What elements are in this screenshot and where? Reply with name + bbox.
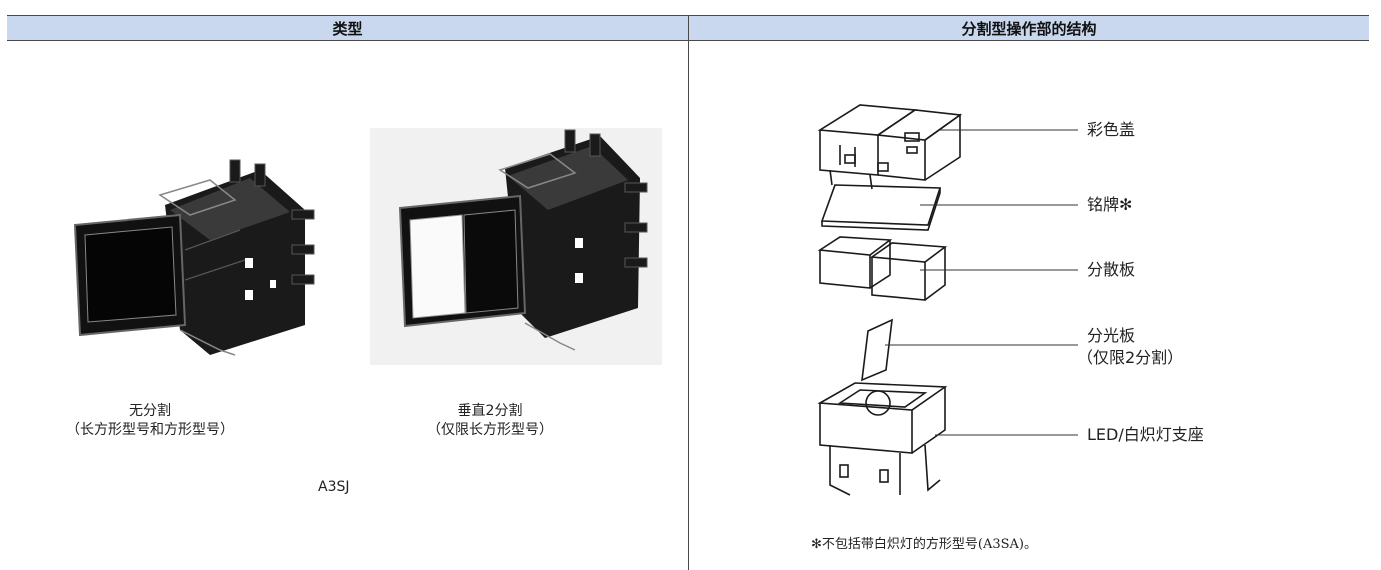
caption-no-split-detail: （长方形型号和方形型号） bbox=[66, 422, 234, 438]
part-label-light-splitter-note: （仅限2分割） bbox=[1077, 348, 1184, 367]
color-cap-drawing bbox=[817, 104, 963, 190]
exploded-structure-diagram bbox=[800, 85, 1100, 505]
part-label-name-plate: 铭牌✻ bbox=[1087, 195, 1133, 214]
led-holder-drawing bbox=[817, 382, 948, 496]
header-types: 类型 bbox=[7, 15, 688, 41]
switch-photo-no-split bbox=[60, 150, 320, 365]
switch-photo-vertical-split bbox=[370, 128, 662, 365]
caption-no-split: 无分割 （长方形型号和方形型号） bbox=[40, 402, 260, 440]
light-splitter-drawing bbox=[861, 318, 893, 382]
header-structure-text: 分割型操作部的结构 bbox=[961, 19, 1097, 38]
part-label-light-splitter: 分光板 （仅限2分割） bbox=[1077, 325, 1183, 369]
header-structure: 分割型操作部的结构 bbox=[689, 15, 1369, 41]
caption-vertical-split-name: 垂直2分割 bbox=[457, 403, 523, 419]
caption-no-split-name: 无分割 bbox=[129, 403, 171, 419]
model-name: A3SJ bbox=[318, 479, 350, 495]
caption-vertical-split: 垂直2分割 （仅限长方形型号） bbox=[400, 402, 580, 440]
name-plate-drawing bbox=[820, 184, 942, 231]
part-label-diffuser: 分散板 bbox=[1087, 260, 1136, 279]
part-label-color-cap: 彩色盖 bbox=[1087, 120, 1136, 139]
column-divider bbox=[688, 15, 689, 570]
part-label-light-splitter-name: 分光板 bbox=[1087, 326, 1136, 345]
part-label-led-holder: LED/白炽灯支座 bbox=[1087, 425, 1204, 444]
diffuser-drawing bbox=[817, 236, 948, 301]
footnote: ✻不包括带白炽灯的方形型号(A3SA)。 bbox=[811, 537, 1037, 552]
header-types-text: 类型 bbox=[332, 19, 363, 38]
caption-vertical-split-detail: （仅限长方形型号） bbox=[427, 422, 553, 438]
